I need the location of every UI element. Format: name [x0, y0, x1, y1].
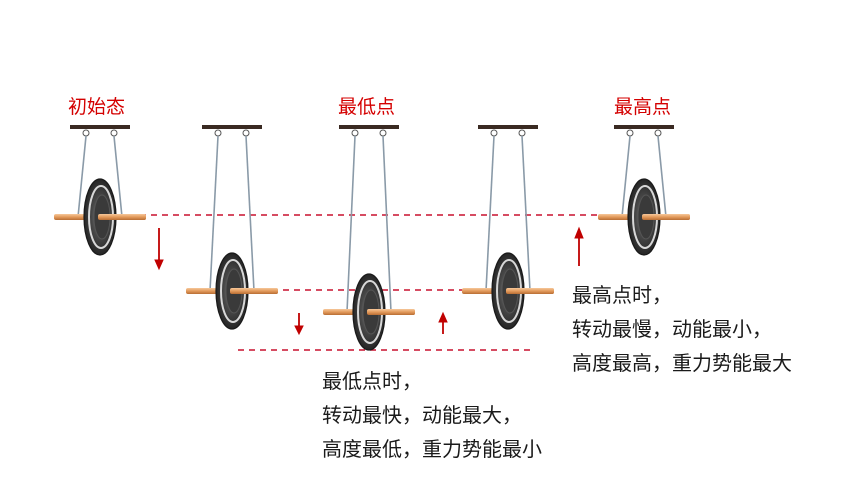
highest-note-line-3: 高度最高，重力势能最大: [572, 351, 792, 375]
highest-note-line-2: 转动最慢，动能最小，: [572, 317, 772, 341]
string-left: [77, 135, 87, 218]
axle-front: [98, 214, 146, 220]
string-left: [485, 135, 495, 292]
hook-right: [518, 129, 526, 137]
string-right: [521, 135, 531, 292]
string-right: [245, 135, 255, 292]
axle-front: [367, 309, 415, 315]
hook-right: [654, 129, 662, 137]
lowest-point-label: 最低点: [338, 96, 396, 118]
string-left: [621, 135, 631, 218]
ceiling-bar: [478, 125, 538, 129]
string-right: [657, 135, 667, 218]
highest-note-line-1: 最高点时，: [572, 283, 672, 307]
hook-left: [351, 129, 359, 137]
down-arrow-2: [294, 313, 304, 336]
lowest-note-line-3: 高度最低，重力势能最小: [322, 437, 542, 461]
ceiling-bar: [339, 125, 399, 129]
down-arrow-1: [154, 228, 164, 271]
ceiling-bar: [70, 125, 130, 129]
axle-front: [642, 214, 690, 220]
hook-left: [214, 129, 222, 137]
hook-right: [379, 129, 387, 137]
up-arrow-1: [438, 311, 448, 334]
hook-right: [242, 129, 250, 137]
wheel-initial: [54, 125, 146, 256]
string-right: [113, 135, 123, 218]
lowest-note-line-1: 最低点时，: [322, 369, 422, 393]
highest-point-label: 最高点: [614, 96, 672, 118]
wheel-ascending: [462, 125, 554, 330]
axle-front: [506, 288, 554, 294]
string-left: [346, 135, 356, 313]
up-arrow-2: [574, 226, 584, 266]
lowest-point-note: 最低点时， 转动最快，动能最大， 高度最低，重力势能最小: [322, 364, 542, 466]
highest-point-note: 最高点时， 转动最慢，动能最小， 高度最高，重力势能最大: [572, 278, 792, 380]
hook-right: [110, 129, 118, 137]
wheel-group: [54, 125, 690, 351]
hook-left: [626, 129, 634, 137]
ceiling-bar: [202, 125, 262, 129]
string-left: [209, 135, 219, 292]
initial-state-label: 初始态: [68, 96, 126, 118]
hook-left: [490, 129, 498, 137]
wheel-descending: [186, 125, 278, 330]
wheel-lowest: [323, 125, 415, 351]
hook-left: [82, 129, 90, 137]
wheel-highest: [598, 125, 690, 256]
string-right: [382, 135, 392, 313]
axle-front: [230, 288, 278, 294]
lowest-note-line-2: 转动最快，动能最大，: [322, 403, 522, 427]
ceiling-bar: [614, 125, 674, 129]
